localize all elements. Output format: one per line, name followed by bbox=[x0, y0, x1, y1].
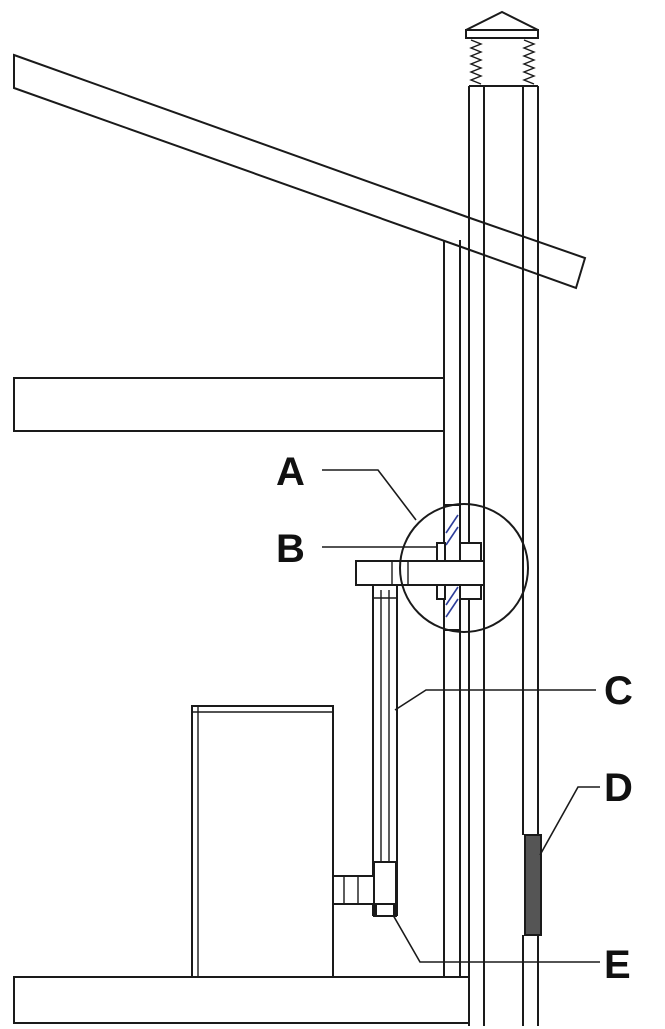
label-a: A bbox=[276, 450, 305, 494]
leader-line-d bbox=[539, 786, 600, 856]
tee-fitting bbox=[373, 861, 397, 917]
label-e: E bbox=[604, 943, 631, 987]
stove-outlet-connector bbox=[331, 875, 375, 905]
spark-screen-right bbox=[522, 39, 536, 85]
access-plate bbox=[524, 834, 542, 936]
roof-rafter bbox=[13, 53, 587, 290]
floor-slab bbox=[13, 976, 470, 1024]
leader-line-c bbox=[394, 689, 596, 711]
detail-circle bbox=[399, 503, 529, 633]
leader-line-a bbox=[322, 469, 417, 521]
chimney-cap bbox=[465, 10, 539, 39]
stovepipe-vertical bbox=[372, 584, 398, 916]
connector-pipe-horizontal bbox=[355, 560, 485, 586]
label-c: C bbox=[604, 669, 633, 713]
label-b: B bbox=[276, 527, 305, 571]
leader-line-e bbox=[392, 914, 600, 963]
stove bbox=[191, 705, 334, 978]
label-d: D bbox=[604, 766, 633, 810]
ceiling-joist bbox=[13, 377, 445, 432]
spark-screen-left bbox=[469, 39, 483, 85]
